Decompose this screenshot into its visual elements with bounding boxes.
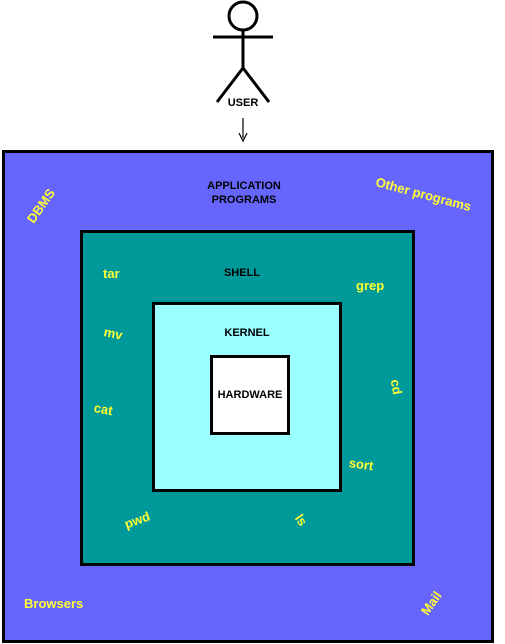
down-arrow-icon xyxy=(238,118,248,143)
command-sort: sort xyxy=(347,455,375,474)
stick-figure-icon xyxy=(213,0,273,103)
hardware-layer xyxy=(210,355,290,435)
user-label: USER xyxy=(227,97,259,109)
shell-title: SHELL xyxy=(223,267,261,279)
kernel-title: KERNEL xyxy=(224,327,270,339)
program-browsers: Browsers xyxy=(24,596,84,611)
command-grep: grep xyxy=(356,278,385,293)
command-cd: cd xyxy=(387,378,406,396)
command-cat: cat xyxy=(92,400,114,419)
hardware-title: HARDWARE xyxy=(217,389,283,401)
command-tar: tar xyxy=(103,266,120,281)
